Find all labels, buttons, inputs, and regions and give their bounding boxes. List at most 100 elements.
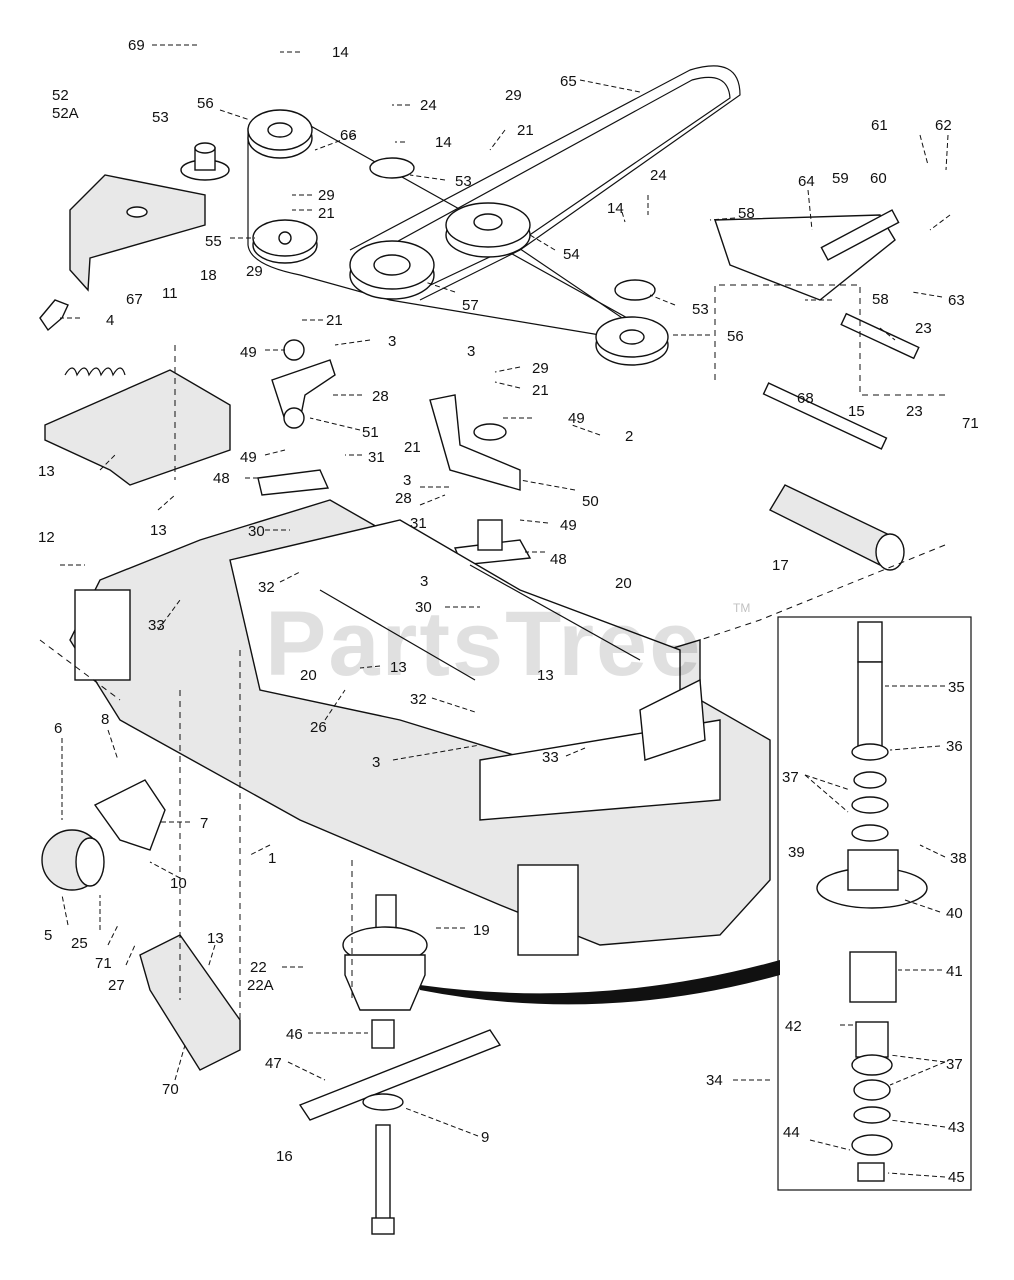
- callout-53: 53: [152, 109, 169, 126]
- callout-14: 14: [607, 200, 624, 217]
- callout-65: 65: [560, 73, 577, 90]
- callout-41: 41: [946, 963, 963, 980]
- callout-3: 3: [388, 333, 396, 350]
- callout-37: 37: [946, 1056, 963, 1073]
- callout-42: 42: [785, 1018, 802, 1035]
- pulley-56-left: [247, 109, 313, 159]
- callout-13: 13: [38, 463, 55, 480]
- pulley-56-right: [595, 316, 669, 366]
- callout-26: 26: [310, 719, 327, 736]
- callout-43: 43: [948, 1119, 965, 1136]
- callout-30: 30: [248, 523, 265, 540]
- callout-21: 21: [532, 382, 549, 399]
- dashed-assembly-lines: [39, 284, 946, 1020]
- spindle-pulley-57: [349, 240, 435, 300]
- baffle-rod: [319, 564, 641, 681]
- callout-55: 55: [205, 233, 222, 250]
- callout-49: 49: [240, 344, 257, 361]
- roller-17: [769, 484, 905, 571]
- callout-27: 27: [108, 977, 125, 994]
- callout-49: 49: [240, 449, 257, 466]
- knob: [39, 299, 69, 332]
- callout-50: 50: [582, 493, 599, 510]
- callout-33: 33: [542, 749, 559, 766]
- callout-21: 21: [404, 439, 421, 456]
- skid-70: [139, 934, 241, 1071]
- callout-45: 45: [948, 1169, 965, 1186]
- callout-52a: 52A: [52, 105, 79, 122]
- callout-9: 9: [481, 1129, 489, 1146]
- part-callouts: 69 14 52 52A 56 65 24 29 53 66 14 21 53 …: [38, 37, 979, 1186]
- callout-3: 3: [420, 573, 428, 590]
- callout-29: 29: [532, 360, 549, 377]
- callout-5: 5: [44, 927, 52, 944]
- callout-11: 11: [162, 285, 178, 302]
- spacer-46: [371, 1019, 395, 1049]
- watermark: PartsTree: [265, 593, 702, 695]
- callout-40: 40: [946, 905, 963, 922]
- callout-71: 71: [962, 415, 979, 432]
- callout-4: 4: [106, 312, 114, 329]
- callout-48: 48: [213, 470, 230, 487]
- mower-deck-housing: [69, 499, 771, 956]
- callout-35: 35: [948, 679, 965, 696]
- callout-21: 21: [517, 122, 534, 139]
- callout-70: 70: [162, 1081, 179, 1098]
- callout-47: 47: [265, 1055, 282, 1072]
- callout-68: 68: [797, 390, 814, 407]
- idler-pulley-55: [252, 219, 318, 264]
- watermark-trademark: TM: [733, 601, 750, 615]
- callout-39: 39: [788, 844, 805, 861]
- callout-24: 24: [420, 97, 437, 114]
- callout-6: 6: [54, 720, 62, 737]
- callout-37: 37: [782, 769, 799, 786]
- callout-66: 66: [340, 127, 357, 144]
- callout-32: 32: [410, 691, 427, 708]
- callout-13: 13: [150, 522, 167, 539]
- callout-38: 38: [950, 850, 967, 867]
- callout-16: 16: [276, 1148, 293, 1165]
- callout-17: 17: [772, 557, 789, 574]
- callout-46: 46: [286, 1026, 303, 1043]
- callout-56: 56: [727, 328, 744, 345]
- gauge-wheel-bracket: [93, 779, 166, 851]
- callout-14: 14: [435, 134, 452, 151]
- spindle-detail-box: [777, 616, 972, 1191]
- bracket-48: [257, 469, 532, 566]
- callout-30: 30: [415, 599, 432, 616]
- callout-52: 52: [52, 87, 69, 104]
- callout-59: 59: [832, 170, 849, 187]
- callout-28: 28: [372, 388, 389, 405]
- callout-31: 31: [368, 449, 385, 466]
- callout-60: 60: [870, 170, 887, 187]
- callout-56: 56: [197, 95, 214, 112]
- washer-9: [362, 1093, 404, 1111]
- callout-23: 23: [915, 320, 932, 337]
- blade-47: [298, 1029, 502, 1121]
- belt-cover: [69, 174, 206, 292]
- callout-13: 13: [390, 659, 407, 676]
- callout-49: 49: [568, 410, 585, 427]
- callout-1: 1: [268, 850, 276, 867]
- callout-32: 32: [258, 579, 275, 596]
- callout-58: 58: [738, 205, 755, 222]
- callout-3: 3: [467, 343, 475, 360]
- callout-25: 25: [71, 935, 88, 952]
- callout-3: 3: [372, 754, 380, 771]
- callout-63: 63: [948, 292, 965, 309]
- callout-31: 31: [410, 515, 427, 532]
- blade-bolt-16: [371, 1124, 395, 1235]
- callout-58: 58: [872, 291, 889, 308]
- callout-13: 13: [537, 667, 554, 684]
- callout-21: 21: [326, 312, 343, 329]
- roller-axle-15: [762, 382, 888, 450]
- callout-21: 21: [318, 205, 335, 222]
- pulley-54: [445, 202, 531, 258]
- drive-belt: [349, 65, 741, 301]
- callout-18: 18: [200, 267, 217, 284]
- spindle-to-detail-arrow: [420, 960, 780, 1005]
- callout-13: 13: [207, 930, 224, 947]
- callout-29: 29: [505, 87, 522, 104]
- callout-51: 51: [362, 424, 379, 441]
